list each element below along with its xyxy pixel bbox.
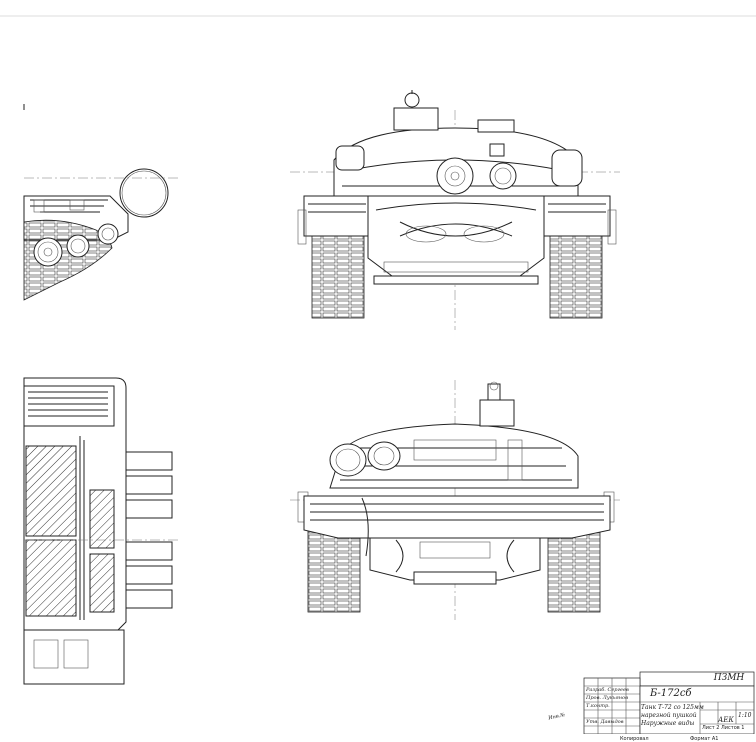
- role-label: Т.контр.: [586, 703, 610, 709]
- role-name: Лукьянов: [602, 695, 628, 701]
- drawing-number: Б-172сб: [650, 688, 692, 699]
- org-code: АЕК: [718, 716, 734, 724]
- title-line-2: нарезной пушкой: [641, 712, 697, 719]
- scale-value: 1:10: [738, 712, 752, 719]
- role-2: Пров. Лукьянов: [586, 695, 640, 701]
- title-line-1: Танк Т-72 со 125мм: [641, 704, 704, 711]
- copy-note: Копировал: [620, 736, 649, 742]
- top-view-fragment: [23, 377, 180, 685]
- code-box: ПЗМН: [713, 673, 745, 683]
- role-4: Утв. Давыдов: [586, 719, 640, 725]
- title-line-3: Наружные виды: [641, 720, 695, 727]
- role-label: Разраб.: [586, 687, 606, 693]
- role-label: Утв.: [586, 719, 599, 725]
- role-1: Разраб. Сергеев: [586, 687, 640, 693]
- role-name: Сергеев: [607, 687, 629, 693]
- title-block: [583, 671, 755, 734]
- role-3: Т.контр.: [586, 703, 640, 709]
- front-view: [290, 90, 620, 330]
- side-view-fragment: [23, 104, 180, 301]
- role-label: Пров.: [586, 695, 602, 701]
- rear-view: [290, 380, 620, 620]
- role-name: Давыдов: [600, 719, 624, 725]
- sheet-label: Лист 2 Листов 1: [702, 725, 745, 731]
- format-note: Формат А1: [690, 736, 719, 742]
